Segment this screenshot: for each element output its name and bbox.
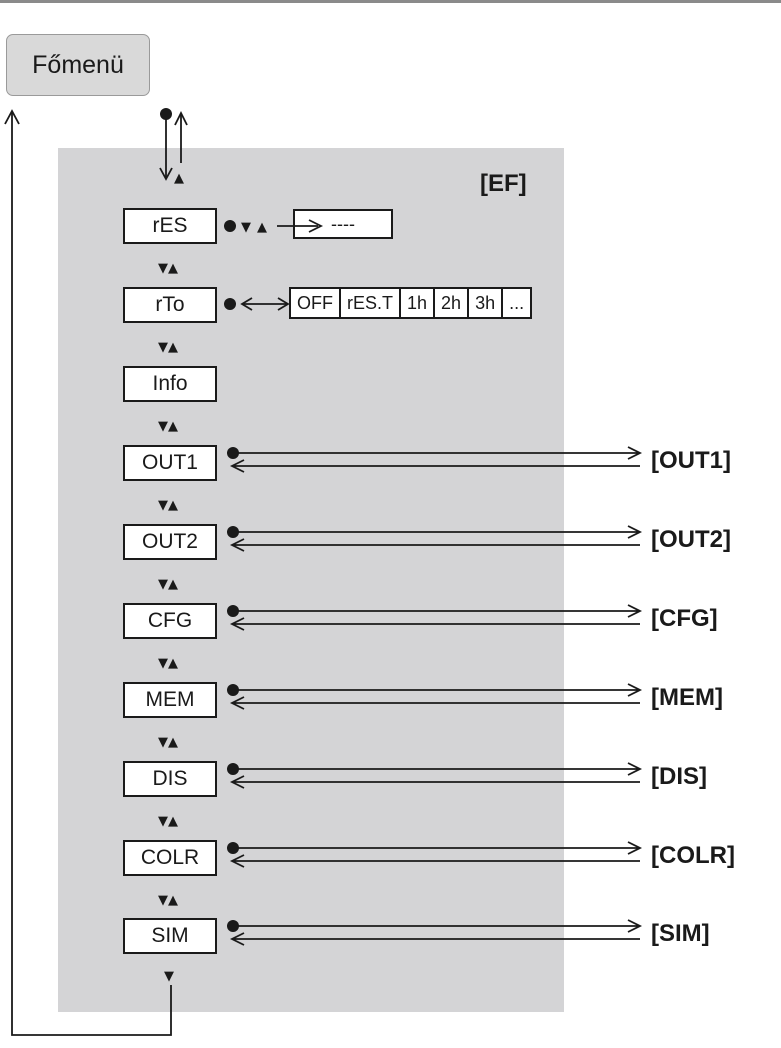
- rto-option[interactable]: 2h: [435, 289, 470, 317]
- branch-arrow-back: [229, 775, 640, 789]
- res-up-glyph: ▲: [257, 220, 267, 235]
- res-value-box: ----: [293, 209, 393, 239]
- rto-dot: [224, 298, 236, 310]
- branch-dot: [227, 842, 239, 854]
- menu-item-colr[interactable]: COLR: [123, 840, 217, 876]
- nav-down-up-glyph: ▼▲: [158, 893, 178, 908]
- nav-down-up-glyph: ▼▲: [158, 261, 178, 276]
- nav-down-up-glyph: ▼▲: [158, 656, 178, 671]
- branch-arrow-out: [238, 446, 643, 460]
- branch-dot: [227, 920, 239, 932]
- panel-label: [EF]: [480, 170, 527, 197]
- rto-option[interactable]: 3h: [469, 289, 504, 317]
- branch-arrow-back: [229, 538, 640, 552]
- up-glyph: ▲: [174, 171, 184, 186]
- rto-option[interactable]: ...: [509, 293, 525, 313]
- return-loop-arrowhead: [4, 109, 20, 125]
- branch-arrow-back: [229, 932, 640, 946]
- menu-item-info[interactable]: Info: [123, 366, 217, 402]
- entry-arrowhead: [159, 167, 173, 181]
- branch-dot: [227, 605, 239, 617]
- exit-arrowhead: [174, 110, 188, 126]
- rto-arrow-right: [277, 297, 290, 311]
- menu-item-res[interactable]: rES: [123, 208, 217, 244]
- menu-item-out1[interactable]: OUT1: [123, 445, 217, 481]
- target-label-sim: [SIM]: [651, 920, 710, 947]
- menu-item-dis[interactable]: DIS: [123, 761, 217, 797]
- branch-arrow-out: [238, 762, 643, 776]
- nav-down-up-glyph: ▼▲: [158, 498, 178, 513]
- target-label-mem: [MEM]: [651, 684, 723, 711]
- nav-down-up-glyph: ▼▲: [158, 814, 178, 829]
- branch-dot: [227, 526, 239, 538]
- nav-down-up-glyph: ▼▲: [158, 419, 178, 434]
- nav-down-glyph: ▼: [164, 969, 174, 984]
- menu-item-sim[interactable]: SIM: [123, 918, 217, 954]
- branch-arrow-out: [238, 525, 643, 539]
- res-down-glyph: ▼: [241, 220, 251, 235]
- branch-dot: [227, 447, 239, 459]
- branch-arrow-out: [238, 604, 643, 618]
- branch-arrow-out: [238, 683, 643, 697]
- entry-dot: [160, 108, 172, 120]
- menu-item-out2[interactable]: OUT2: [123, 524, 217, 560]
- target-label-out1: [OUT1]: [651, 447, 731, 474]
- menu-item-cfg[interactable]: CFG: [123, 603, 217, 639]
- branch-arrow-back: [229, 617, 640, 631]
- rto-option[interactable]: 1h: [401, 289, 436, 317]
- target-label-out2: [OUT2]: [651, 526, 731, 553]
- rto-options: OFF rES.T 1h 2h 3h ...: [289, 287, 533, 319]
- branch-dot: [227, 684, 239, 696]
- res-dot: [224, 220, 236, 232]
- return-loop-line: [11, 112, 172, 1036]
- nav-down-up-glyph: ▼▲: [158, 577, 178, 592]
- branch-arrow-out: [238, 841, 643, 855]
- menu-item-mem[interactable]: MEM: [123, 682, 217, 718]
- branch-arrow-back: [229, 854, 640, 868]
- target-label-cfg: [CFG]: [651, 605, 718, 632]
- nav-down-up-glyph: ▼▲: [158, 735, 178, 750]
- rto-option[interactable]: rES.T: [341, 289, 402, 317]
- target-label-dis: [DIS]: [651, 763, 707, 790]
- menu-item-rto[interactable]: rTo: [123, 287, 217, 323]
- rto-option[interactable]: OFF: [291, 289, 341, 317]
- branch-dot: [227, 763, 239, 775]
- branch-arrow-out: [238, 919, 643, 933]
- rto-arrow-left: [240, 297, 253, 311]
- branch-arrow-back: [229, 696, 640, 710]
- nav-down-up-glyph: ▼▲: [158, 340, 178, 355]
- main-menu-button[interactable]: Főmenü: [6, 34, 150, 96]
- top-divider: [0, 0, 781, 3]
- target-label-colr: [COLR]: [651, 842, 735, 869]
- res-arrow-head: [308, 219, 324, 233]
- branch-arrow-back: [229, 459, 640, 473]
